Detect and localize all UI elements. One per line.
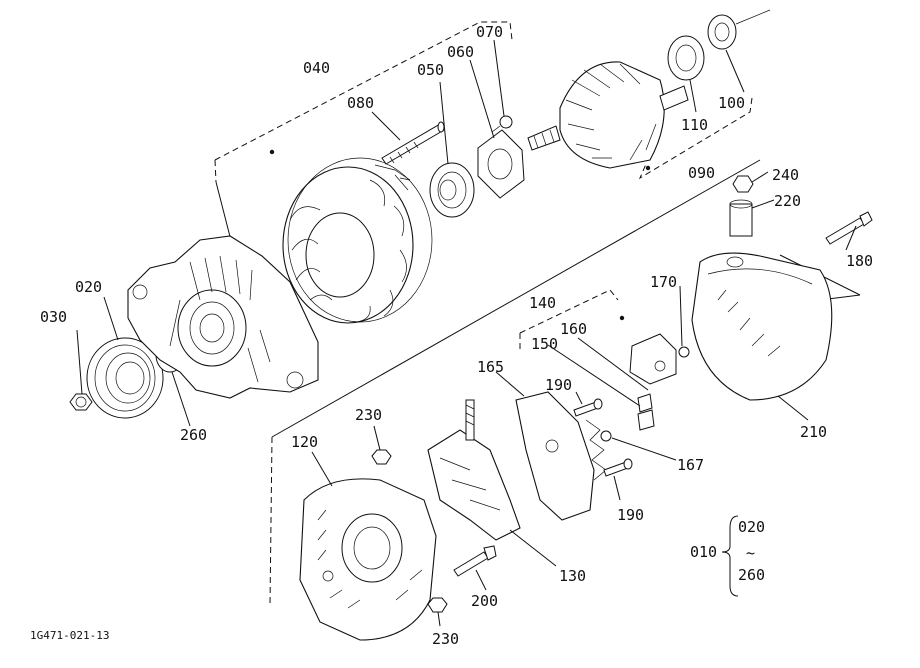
pulley-nut bbox=[69, 393, 93, 411]
group-to-260: 260 bbox=[738, 566, 765, 584]
terminal-nut-upper bbox=[371, 449, 392, 465]
callout-120: 120 bbox=[291, 433, 318, 451]
callout-160: 160 bbox=[560, 320, 587, 338]
bearing-retainer-plate bbox=[477, 129, 525, 199]
rear-bracket-housing bbox=[299, 478, 437, 641]
callout-220: 220 bbox=[774, 192, 801, 210]
callout-260: 260 bbox=[180, 426, 207, 444]
plate-screw bbox=[491, 115, 513, 133]
rectifier-assembly bbox=[427, 399, 521, 541]
callout-080: 080 bbox=[347, 94, 374, 112]
callout-180: 180 bbox=[846, 252, 873, 270]
callout-130: 130 bbox=[559, 567, 586, 585]
brush-spring bbox=[637, 393, 655, 431]
leader-lines bbox=[76, 39, 857, 627]
cover-bolt bbox=[825, 211, 873, 245]
callout-190-upper: 190 bbox=[545, 376, 572, 394]
holder-screw-upper bbox=[573, 398, 603, 417]
reference-dots bbox=[269, 149, 651, 321]
callout-140: 140 bbox=[529, 294, 556, 312]
callout-190-lower: 190 bbox=[617, 506, 644, 524]
terminal-nut-lower bbox=[427, 597, 448, 613]
callout-labels: 040 050 060 070 080 100 110 090 240 220 … bbox=[40, 23, 873, 648]
assembly-group-note: 010 020 ~ 260 bbox=[690, 515, 765, 597]
terminal-screw bbox=[600, 430, 612, 442]
rear-end-cover bbox=[691, 252, 833, 401]
cover-nut bbox=[732, 175, 754, 193]
callout-030: 030 bbox=[40, 308, 67, 326]
ic-regulator bbox=[629, 333, 690, 385]
callout-090: 090 bbox=[688, 164, 715, 182]
callout-210: 210 bbox=[800, 423, 827, 441]
callout-230-lower: 230 bbox=[432, 630, 459, 648]
callout-230-upper: 230 bbox=[355, 406, 382, 424]
callout-240: 240 bbox=[772, 166, 799, 184]
callout-150: 150 bbox=[531, 335, 558, 353]
drawing-id: 1G471-021-13 bbox=[30, 629, 109, 642]
callout-110: 110 bbox=[681, 116, 708, 134]
callout-165: 165 bbox=[477, 358, 504, 376]
callout-100: 100 bbox=[718, 94, 745, 112]
pulley bbox=[86, 337, 164, 419]
group-from-020: 020 bbox=[738, 518, 765, 536]
stator bbox=[282, 157, 433, 324]
callout-060: 060 bbox=[447, 43, 474, 61]
housing-bolt bbox=[453, 545, 497, 577]
callout-020: 020 bbox=[75, 278, 102, 296]
brush-holder bbox=[515, 391, 607, 521]
group-range-symbol: ~ bbox=[746, 544, 755, 562]
callout-200: 200 bbox=[471, 592, 498, 610]
callout-040: 040 bbox=[303, 59, 330, 77]
callout-170: 170 bbox=[650, 273, 677, 291]
holder-screw-lower bbox=[603, 458, 633, 477]
group-ref-010: 010 bbox=[690, 543, 717, 561]
through-bolt bbox=[381, 121, 445, 165]
cover-spacer bbox=[729, 199, 753, 237]
rotor bbox=[527, 61, 689, 169]
callout-070: 070 bbox=[476, 23, 503, 41]
front-bracket-housing bbox=[127, 235, 319, 399]
front-bearing bbox=[429, 162, 475, 218]
callout-050: 050 bbox=[417, 61, 444, 79]
rear-bearing bbox=[667, 35, 705, 81]
bearing-cover bbox=[707, 9, 771, 50]
callout-167: 167 bbox=[677, 456, 704, 474]
